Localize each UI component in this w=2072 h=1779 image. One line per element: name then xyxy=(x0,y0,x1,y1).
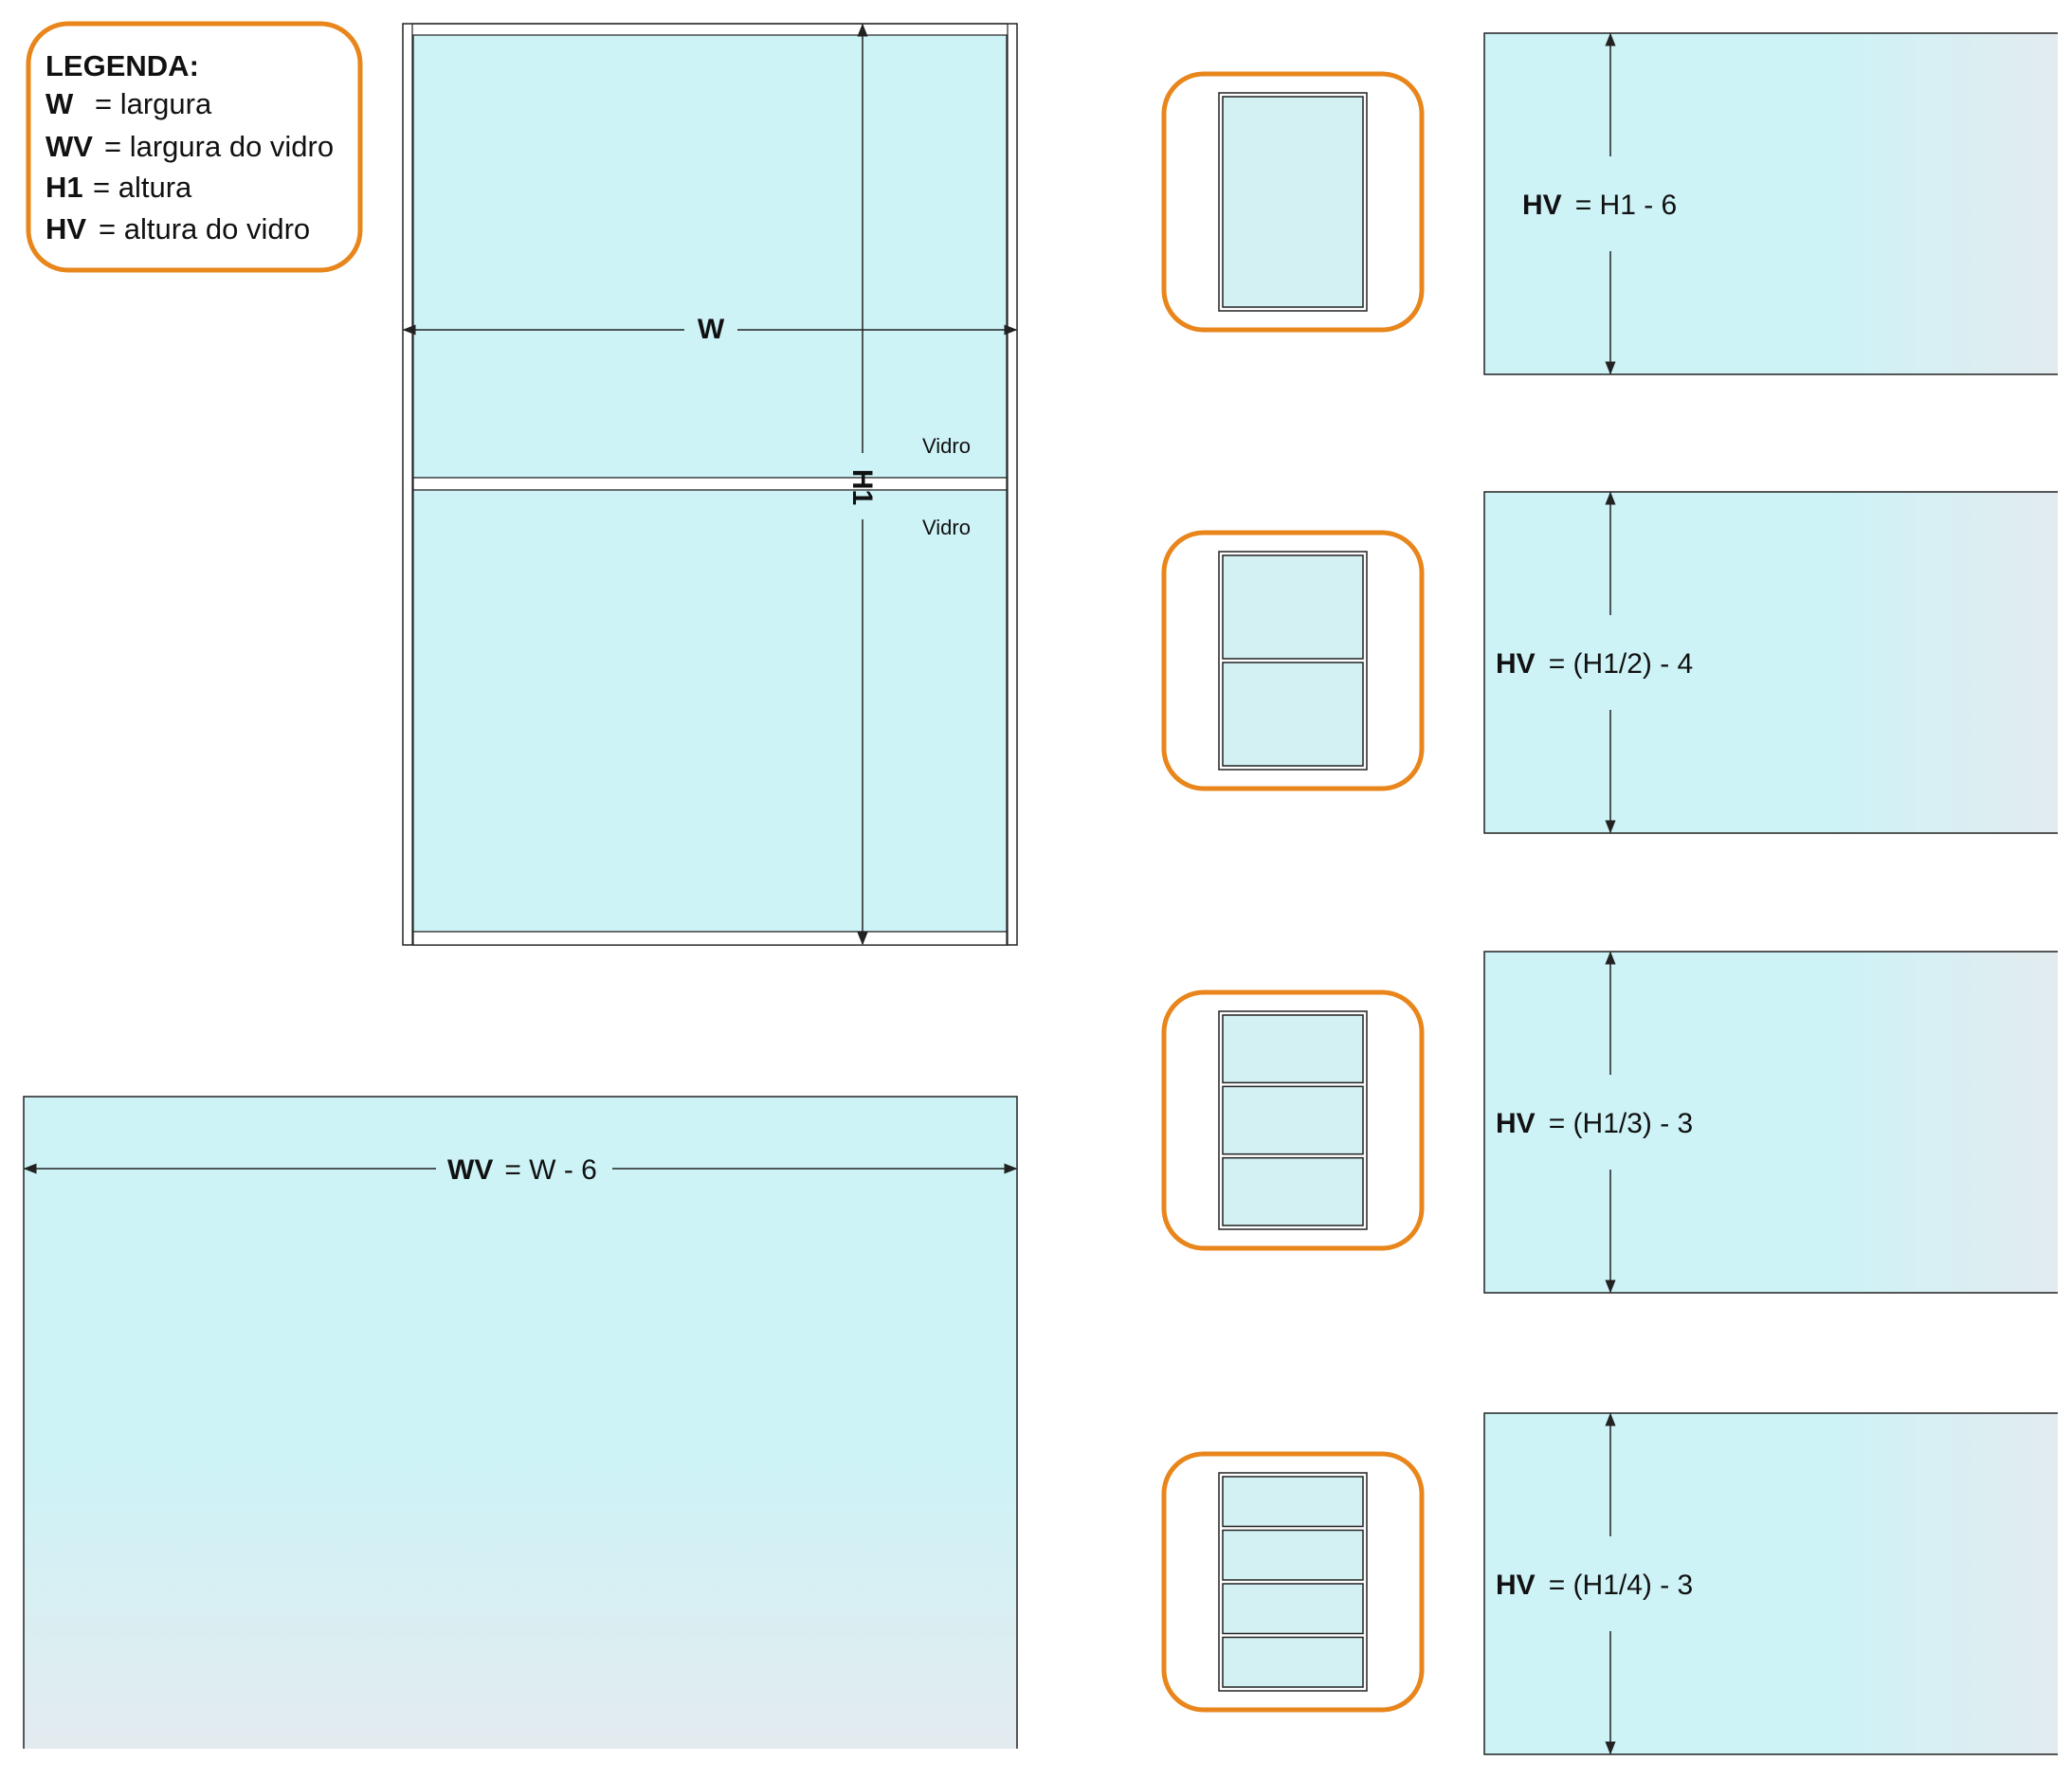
window-icon-pane xyxy=(1222,554,1364,660)
glass-height-formula: HV = H1 - 6 xyxy=(1522,190,1677,221)
bottom-rail xyxy=(412,931,1008,946)
glass-height-key: HV xyxy=(1496,648,1536,680)
glass-height-expression: = (H1/4) - 3 xyxy=(1549,1570,1694,1601)
glass-width-outline xyxy=(23,1096,1018,1749)
glass-width-sheet xyxy=(24,1097,1017,1749)
glass-width-panel: WV= W - 6 xyxy=(23,1096,1018,1749)
pane-config-row: HV = (H1/3) - 3 xyxy=(1161,951,2058,1294)
legend-row-glass-width: WV= largura do vidro xyxy=(45,130,334,163)
width-label: W xyxy=(698,314,725,345)
glass-height-key: HV xyxy=(1522,190,1562,221)
glass-height-sheet xyxy=(1484,1413,2058,1754)
pane-config-row: HV = H1 - 6 xyxy=(1161,32,2058,375)
glass-height-sheet xyxy=(1484,492,2058,833)
glass-height-outline xyxy=(1483,491,2058,834)
glass-height-formula: HV = (H1/4) - 3 xyxy=(1496,1570,1693,1601)
glass-height-sheet xyxy=(1484,33,2058,374)
pane-config-row: HV = (H1/2) - 4 xyxy=(1161,491,2058,834)
pane-top-label: Vidro xyxy=(922,434,971,458)
glass-height-outline xyxy=(1483,32,2058,375)
glass-height-key: HV xyxy=(1496,1570,1536,1601)
glass-height-formula: HV = (H1/3) - 3 xyxy=(1496,1108,1693,1139)
legend: LEGENDA: W= largura WV= largura do vidro… xyxy=(26,21,363,273)
window-icon-pane xyxy=(1222,1636,1364,1688)
glass-height-sheet xyxy=(1484,952,2058,1293)
legend-title: LEGENDA: xyxy=(45,49,199,82)
window-icon-pane xyxy=(1222,96,1364,308)
window-icon-pane xyxy=(1222,1529,1364,1581)
glass-width-formula: WV= W - 6 xyxy=(447,1154,597,1186)
window-icon-pane xyxy=(1222,1085,1364,1155)
pane-top xyxy=(412,34,1008,479)
window-icon-pane xyxy=(1222,1014,1364,1084)
glass-height-formula: HV = (H1/2) - 4 xyxy=(1496,648,1693,680)
glass-height-outline xyxy=(1483,951,2058,1294)
window-icon-pane xyxy=(1222,662,1364,767)
glass-height-expression: = (H1/3) - 3 xyxy=(1549,1108,1694,1139)
glass-height-expression: = H1 - 6 xyxy=(1575,190,1678,221)
pane-configurations: HV= H1 - 6HV= (H1/2) - 4HV= (H1/3) - 3HV… xyxy=(1161,32,2058,1755)
legend-frame xyxy=(26,21,363,273)
window-icon-pane xyxy=(1222,1583,1364,1635)
pane-bottom-label: Vidro xyxy=(922,516,971,539)
glass-height-expression: = (H1/2) - 4 xyxy=(1549,648,1694,680)
legend-row-width: W= largura xyxy=(45,87,212,120)
window-icon-pane xyxy=(1222,1156,1364,1226)
legend-row-glass-height: HV= altura do vidro xyxy=(45,212,310,245)
glass-height-key: HV xyxy=(1496,1108,1536,1139)
pane-divider xyxy=(412,477,1008,491)
pane-bottom xyxy=(412,489,1008,933)
pane-config-row: HV = (H1/4) - 3 xyxy=(1161,1412,2058,1755)
legend-row-height: H1= altura xyxy=(45,171,192,204)
height-label: H1 xyxy=(846,469,878,505)
window-icon-pane xyxy=(1222,1476,1364,1528)
glass-height-outline xyxy=(1483,1412,2058,1755)
main-window: W H1 Vidro Vidro xyxy=(402,23,1018,946)
